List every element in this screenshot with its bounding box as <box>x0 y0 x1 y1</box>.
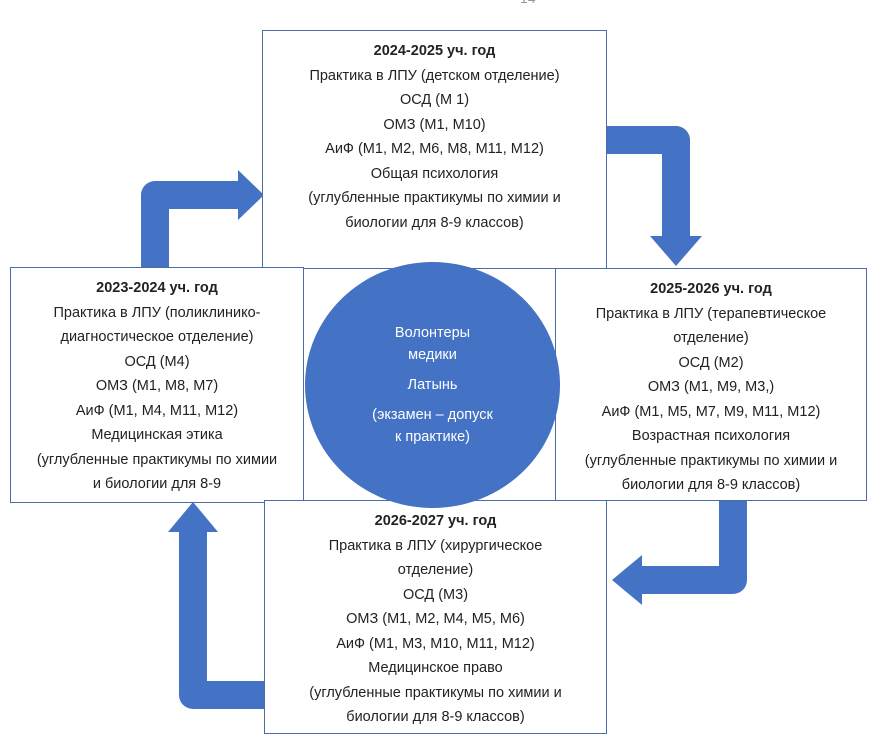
box-line: Практика в ЛПУ (терапевтическое отделени… <box>595 305 827 347</box>
box-line: ОСД (М3) <box>402 586 469 603</box>
year-box-2023-2024: 2023-2024 уч. год Практика в ЛПУ (поликл… <box>10 267 304 503</box>
box-line: АиФ (М1, М5, М7, М9, М11, М12) <box>601 403 821 420</box>
arrowhead-left <box>612 555 642 605</box>
box-line: Практика в ЛПУ (хирургическое отделение) <box>328 537 543 579</box>
box-line: АиФ (М1, М2, М6, М8, М11, М12) <box>325 141 544 157</box>
box-line: АиФ (М1, М3, М10, М11, М12) <box>336 635 535 652</box>
year-box-2025-2026: 2025-2026 уч. год Практика в ЛПУ (терапе… <box>555 268 867 501</box>
circle-line: Латынь <box>407 377 458 393</box>
box-line: ОСД (М4) <box>124 353 190 370</box>
page-number: 14 <box>520 0 536 6</box>
arrow-left-to-top <box>141 181 240 270</box>
box-line: ОМЗ (М1, М9, М3,) <box>647 379 775 395</box>
box-line: ОСД (М2) <box>678 354 744 371</box>
year-box-2026-2027: 2026-2027 уч. год Практика в ЛПУ (хирург… <box>264 500 607 734</box>
box-line: Медицинское право <box>368 660 503 676</box>
box-line: Медицинская этика <box>91 427 223 443</box>
arrowhead-right <box>238 170 264 220</box>
box-title: 2023-2024 уч. год <box>96 280 218 296</box>
year-box-2024-2025: 2024-2025 уч. год Практика в ЛПУ (детско… <box>262 30 607 269</box>
box-line: Практика в ЛПУ (детском отделение) <box>309 67 560 84</box>
box-line: Возрастная психология <box>631 428 791 444</box>
box-line: (углубленные практикумы по химии и биоло… <box>36 451 278 493</box>
box-line: ОСД (М 1) <box>399 92 470 108</box>
arrow-right-to-bottom <box>640 498 747 594</box>
box-line: (углубленные практикумы по химии и биоло… <box>308 190 561 231</box>
box-title: 2026-2027 уч. год <box>374 513 497 529</box>
arrowhead-up <box>168 502 218 532</box>
box-line: (углубленные практикумы по химии и биоло… <box>309 684 562 726</box>
circle-line: (экзамен – допуск к практике) <box>372 407 493 445</box>
arrow-bottom-to-left <box>179 530 266 709</box>
box-line: ОМЗ (М1, М8, М7) <box>95 378 219 394</box>
box-line: (углубленные практикумы по химии и биоло… <box>584 452 838 494</box>
center-circle: Волонтеры медики Латынь (экзамен – допус… <box>305 262 560 508</box>
box-title: 2024-2025 уч. год <box>373 43 496 59</box>
arrow-top-to-right <box>604 126 690 238</box>
box-line: Практика в ЛПУ (поликлинико-диагностичес… <box>53 304 261 346</box>
box-line: ОМЗ (М1, М2, М4, М5, М6) <box>346 611 525 627</box>
circle-line: Волонтеры медики <box>394 325 471 363</box>
box-line: Общая психология <box>370 165 499 182</box>
box-line: АиФ (М1, М4, М11, М12) <box>75 402 239 419</box>
arrowhead-down <box>650 236 702 266</box>
box-line: ОМЗ (М1, М10) <box>383 116 486 133</box>
box-title: 2025-2026 уч. год <box>650 281 772 297</box>
